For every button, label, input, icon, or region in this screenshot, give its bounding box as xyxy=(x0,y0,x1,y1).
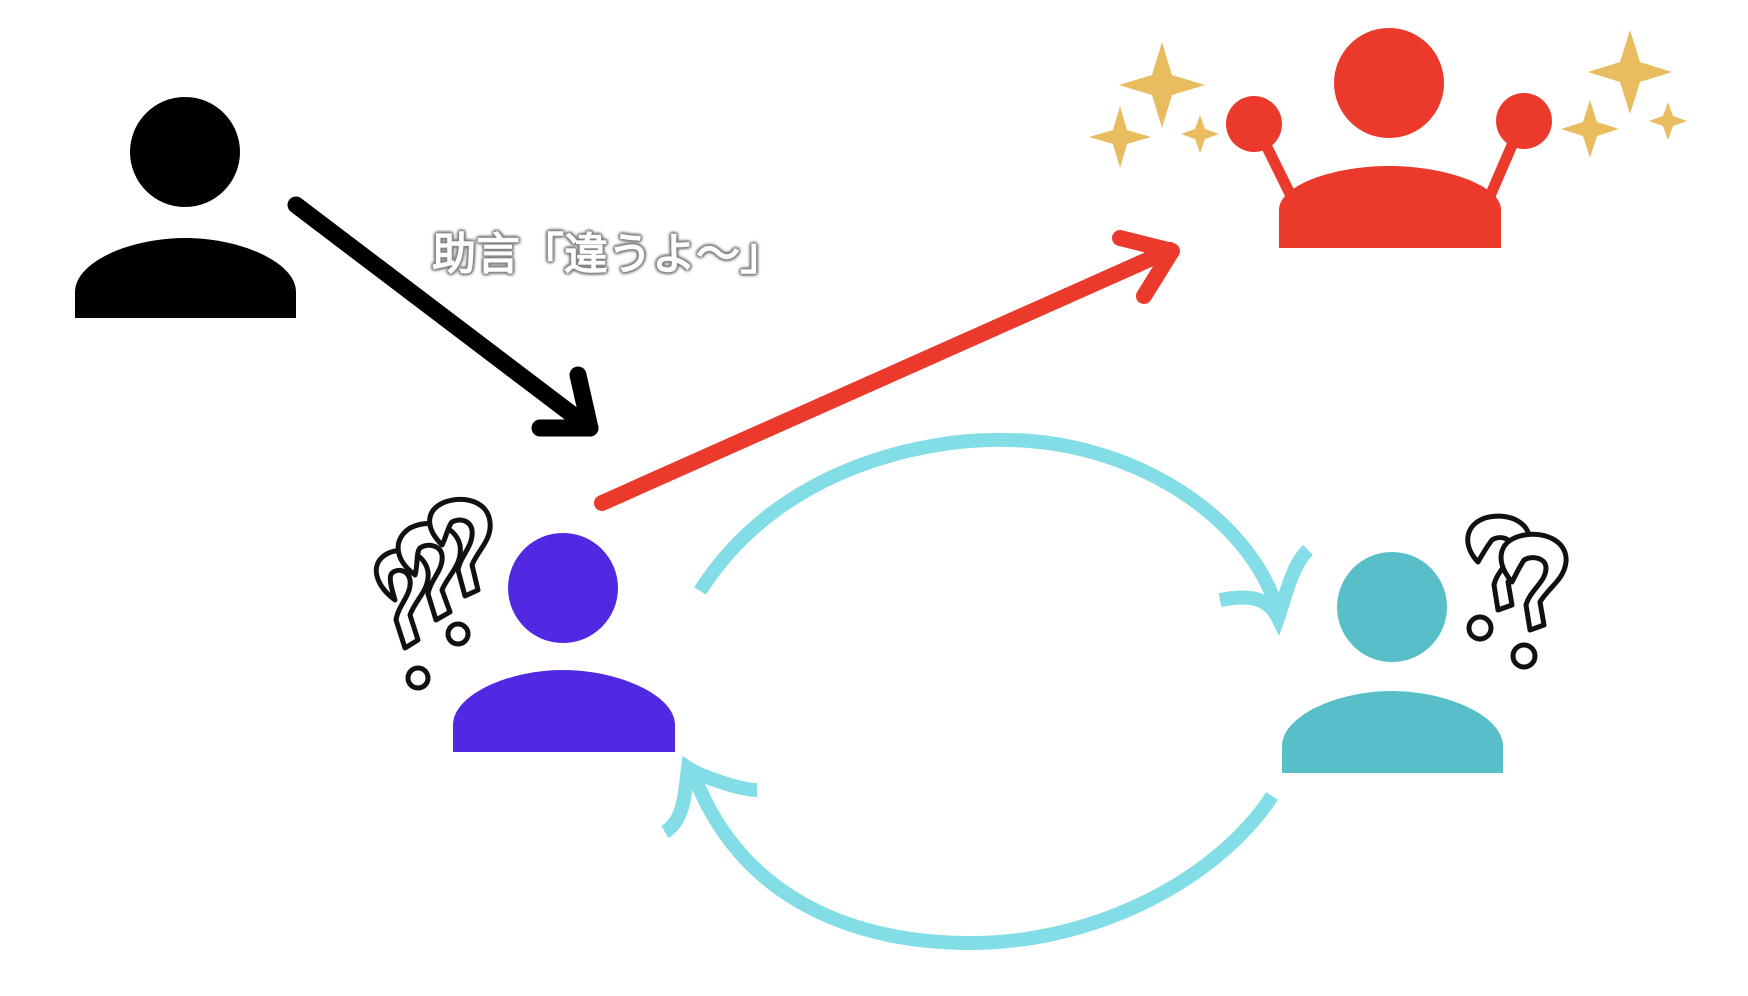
question-marks-icon xyxy=(1465,513,1569,670)
sparkle-icon-group xyxy=(1089,30,1687,168)
person-a-icon xyxy=(453,533,675,752)
advice-arrow xyxy=(287,196,599,437)
sparkle-icon xyxy=(1561,100,1619,158)
sparkle-icon xyxy=(1089,106,1151,168)
loop-arrow-bottom xyxy=(660,755,1278,951)
sparkle-icon xyxy=(1119,42,1205,128)
loop-arrow-top xyxy=(694,432,1314,636)
sparkle-icon xyxy=(1588,30,1672,114)
goal-person-icon xyxy=(1226,28,1552,248)
question-marks-icon xyxy=(373,496,493,691)
advisor-person-icon xyxy=(75,97,296,318)
sparkle-icon xyxy=(1649,102,1687,140)
sparkle-icon xyxy=(1181,115,1219,153)
person-b-icon xyxy=(1282,552,1503,773)
growth-arrow xyxy=(594,230,1180,511)
advice-label: 助言「違うよ〜」 xyxy=(432,229,784,280)
